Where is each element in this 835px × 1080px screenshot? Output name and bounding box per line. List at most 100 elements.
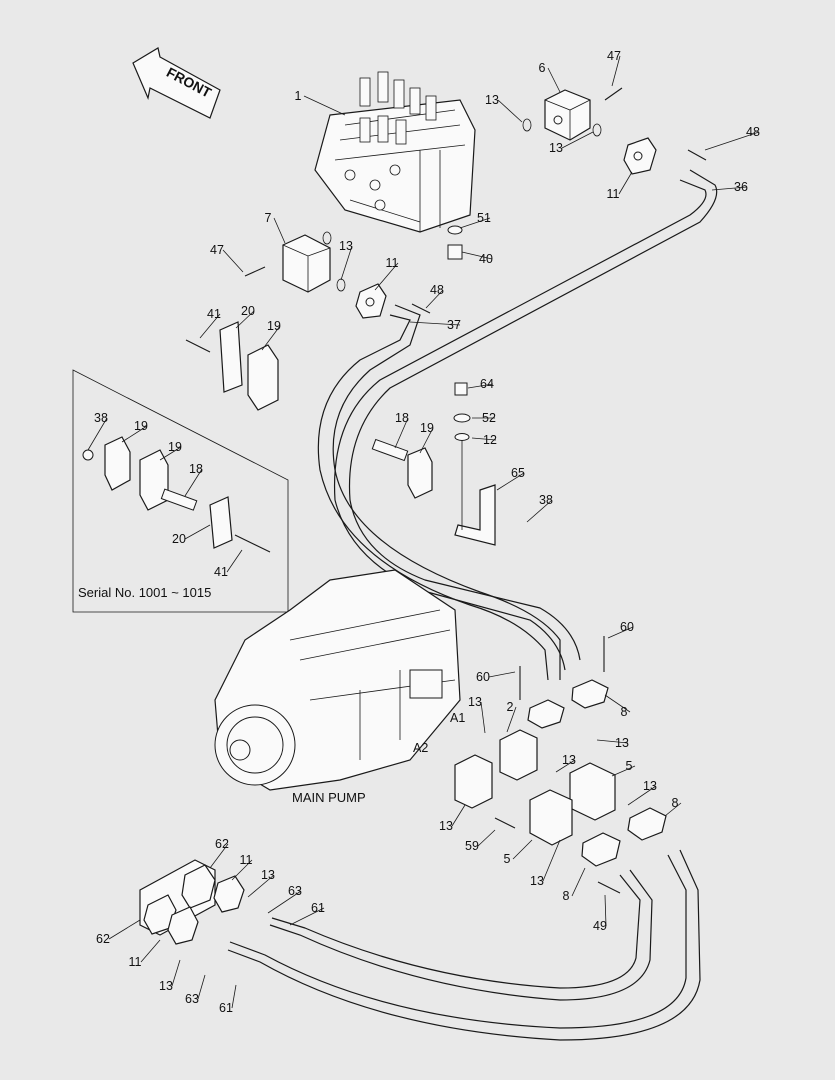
callout-leader bbox=[267, 890, 302, 914]
callout-leader bbox=[425, 289, 444, 309]
callout-13: 13 bbox=[530, 874, 544, 888]
callout-leader bbox=[222, 249, 244, 273]
control-valve bbox=[314, 71, 476, 233]
callout-leader bbox=[497, 99, 523, 123]
port-a1-label: A1 bbox=[450, 711, 465, 725]
bolts bbox=[185, 87, 707, 353]
callout-19: 19 bbox=[420, 421, 434, 435]
callout-leader bbox=[571, 867, 586, 897]
callout-leader bbox=[461, 251, 493, 260]
callout-leader bbox=[247, 874, 275, 898]
serial-caption: Serial No. 1001 ~ 1015 bbox=[78, 585, 211, 600]
callout-13: 13 bbox=[468, 695, 482, 709]
o-rings bbox=[322, 118, 602, 292]
callout-60: 60 bbox=[476, 670, 490, 684]
callout-11: 11 bbox=[240, 853, 253, 867]
callout-leader bbox=[711, 186, 748, 191]
hoses-61 bbox=[227, 849, 701, 1041]
callout-leader bbox=[140, 939, 161, 963]
block-6 bbox=[544, 89, 591, 141]
callout-20: 20 bbox=[241, 304, 255, 318]
hose-36 bbox=[333, 169, 718, 671]
callout-leader bbox=[618, 171, 633, 195]
callout-leader bbox=[512, 839, 533, 860]
callout-52: 52 bbox=[482, 411, 496, 425]
callout-63: 63 bbox=[288, 884, 302, 898]
callout-11: 11 bbox=[386, 256, 399, 270]
callout-leader bbox=[596, 739, 629, 744]
callout-leader bbox=[542, 839, 561, 882]
callout-leader bbox=[477, 829, 496, 847]
callout-leader bbox=[209, 843, 229, 869]
callout-36: 36 bbox=[734, 180, 748, 194]
callout-leader bbox=[561, 131, 594, 149]
port-a2-label: A2 bbox=[413, 741, 428, 755]
callout-leader bbox=[467, 383, 494, 389]
callout-61: 61 bbox=[219, 1001, 233, 1015]
callout-leader bbox=[471, 437, 497, 441]
callout-leader bbox=[231, 859, 253, 881]
callout-13: 13 bbox=[339, 239, 353, 253]
callout-leader bbox=[121, 425, 148, 443]
callout-leader bbox=[547, 67, 561, 93]
callout-38: 38 bbox=[94, 411, 108, 425]
callout-leader bbox=[704, 131, 760, 151]
callout-leader bbox=[611, 765, 636, 777]
callout-11: 11 bbox=[607, 187, 620, 201]
callout-leader bbox=[526, 499, 553, 523]
flanges-lower bbox=[139, 859, 245, 945]
callout-leader bbox=[419, 427, 434, 454]
callout-2: 2 bbox=[507, 700, 514, 714]
callout-19: 19 bbox=[267, 319, 281, 333]
callout-65: 65 bbox=[511, 466, 525, 480]
callout-leader bbox=[664, 802, 682, 817]
callout-12: 12 bbox=[483, 433, 497, 447]
callout-62: 62 bbox=[96, 932, 110, 946]
callout-13: 13 bbox=[485, 93, 499, 107]
callout-leader bbox=[231, 984, 237, 1009]
block-7 bbox=[282, 234, 331, 293]
serial-variant-box: Serial No. 1001 ~ 1015 bbox=[72, 369, 289, 613]
callout-leader bbox=[496, 472, 525, 491]
callout-leader bbox=[197, 974, 206, 1000]
bracket-65 bbox=[453, 382, 496, 546]
main-pump: MAIN PUMP bbox=[214, 569, 461, 805]
callout-18: 18 bbox=[189, 462, 203, 476]
callout-13: 13 bbox=[439, 819, 453, 833]
callout-37: 37 bbox=[447, 318, 461, 332]
callout-11: 11 bbox=[129, 955, 142, 969]
callout-47: 47 bbox=[607, 49, 621, 63]
callout-leader bbox=[506, 706, 517, 733]
callout-leader bbox=[340, 245, 353, 281]
callout-leader bbox=[273, 217, 286, 244]
callout-leader bbox=[555, 759, 576, 773]
callout-18: 18 bbox=[395, 411, 409, 425]
callout-13: 13 bbox=[261, 868, 275, 882]
callout-19: 19 bbox=[134, 419, 148, 433]
callout-leader bbox=[289, 907, 325, 926]
callout-47: 47 bbox=[210, 243, 224, 257]
callout-leader bbox=[199, 313, 221, 339]
callout-6: 6 bbox=[539, 61, 546, 75]
callout-5: 5 bbox=[504, 852, 511, 866]
callout-64: 64 bbox=[480, 377, 494, 391]
callout-leader bbox=[607, 626, 634, 639]
callout-5: 5 bbox=[626, 759, 633, 773]
callout-leader bbox=[480, 701, 486, 734]
callout-62: 62 bbox=[215, 837, 229, 851]
front-arrow: FRONT bbox=[132, 47, 221, 119]
callout-1: 1 bbox=[295, 89, 302, 103]
callout-leader bbox=[488, 671, 516, 678]
callout-40: 40 bbox=[479, 252, 493, 266]
callout-48: 48 bbox=[746, 125, 760, 139]
callout-13: 13 bbox=[643, 779, 657, 793]
callout-41: 41 bbox=[214, 565, 228, 579]
clamp-upper bbox=[219, 321, 279, 411]
callout-leader bbox=[303, 95, 346, 116]
callout-8: 8 bbox=[621, 705, 628, 719]
callout-leader bbox=[374, 262, 399, 291]
callout-13: 13 bbox=[159, 979, 173, 993]
callout-48: 48 bbox=[430, 283, 444, 297]
